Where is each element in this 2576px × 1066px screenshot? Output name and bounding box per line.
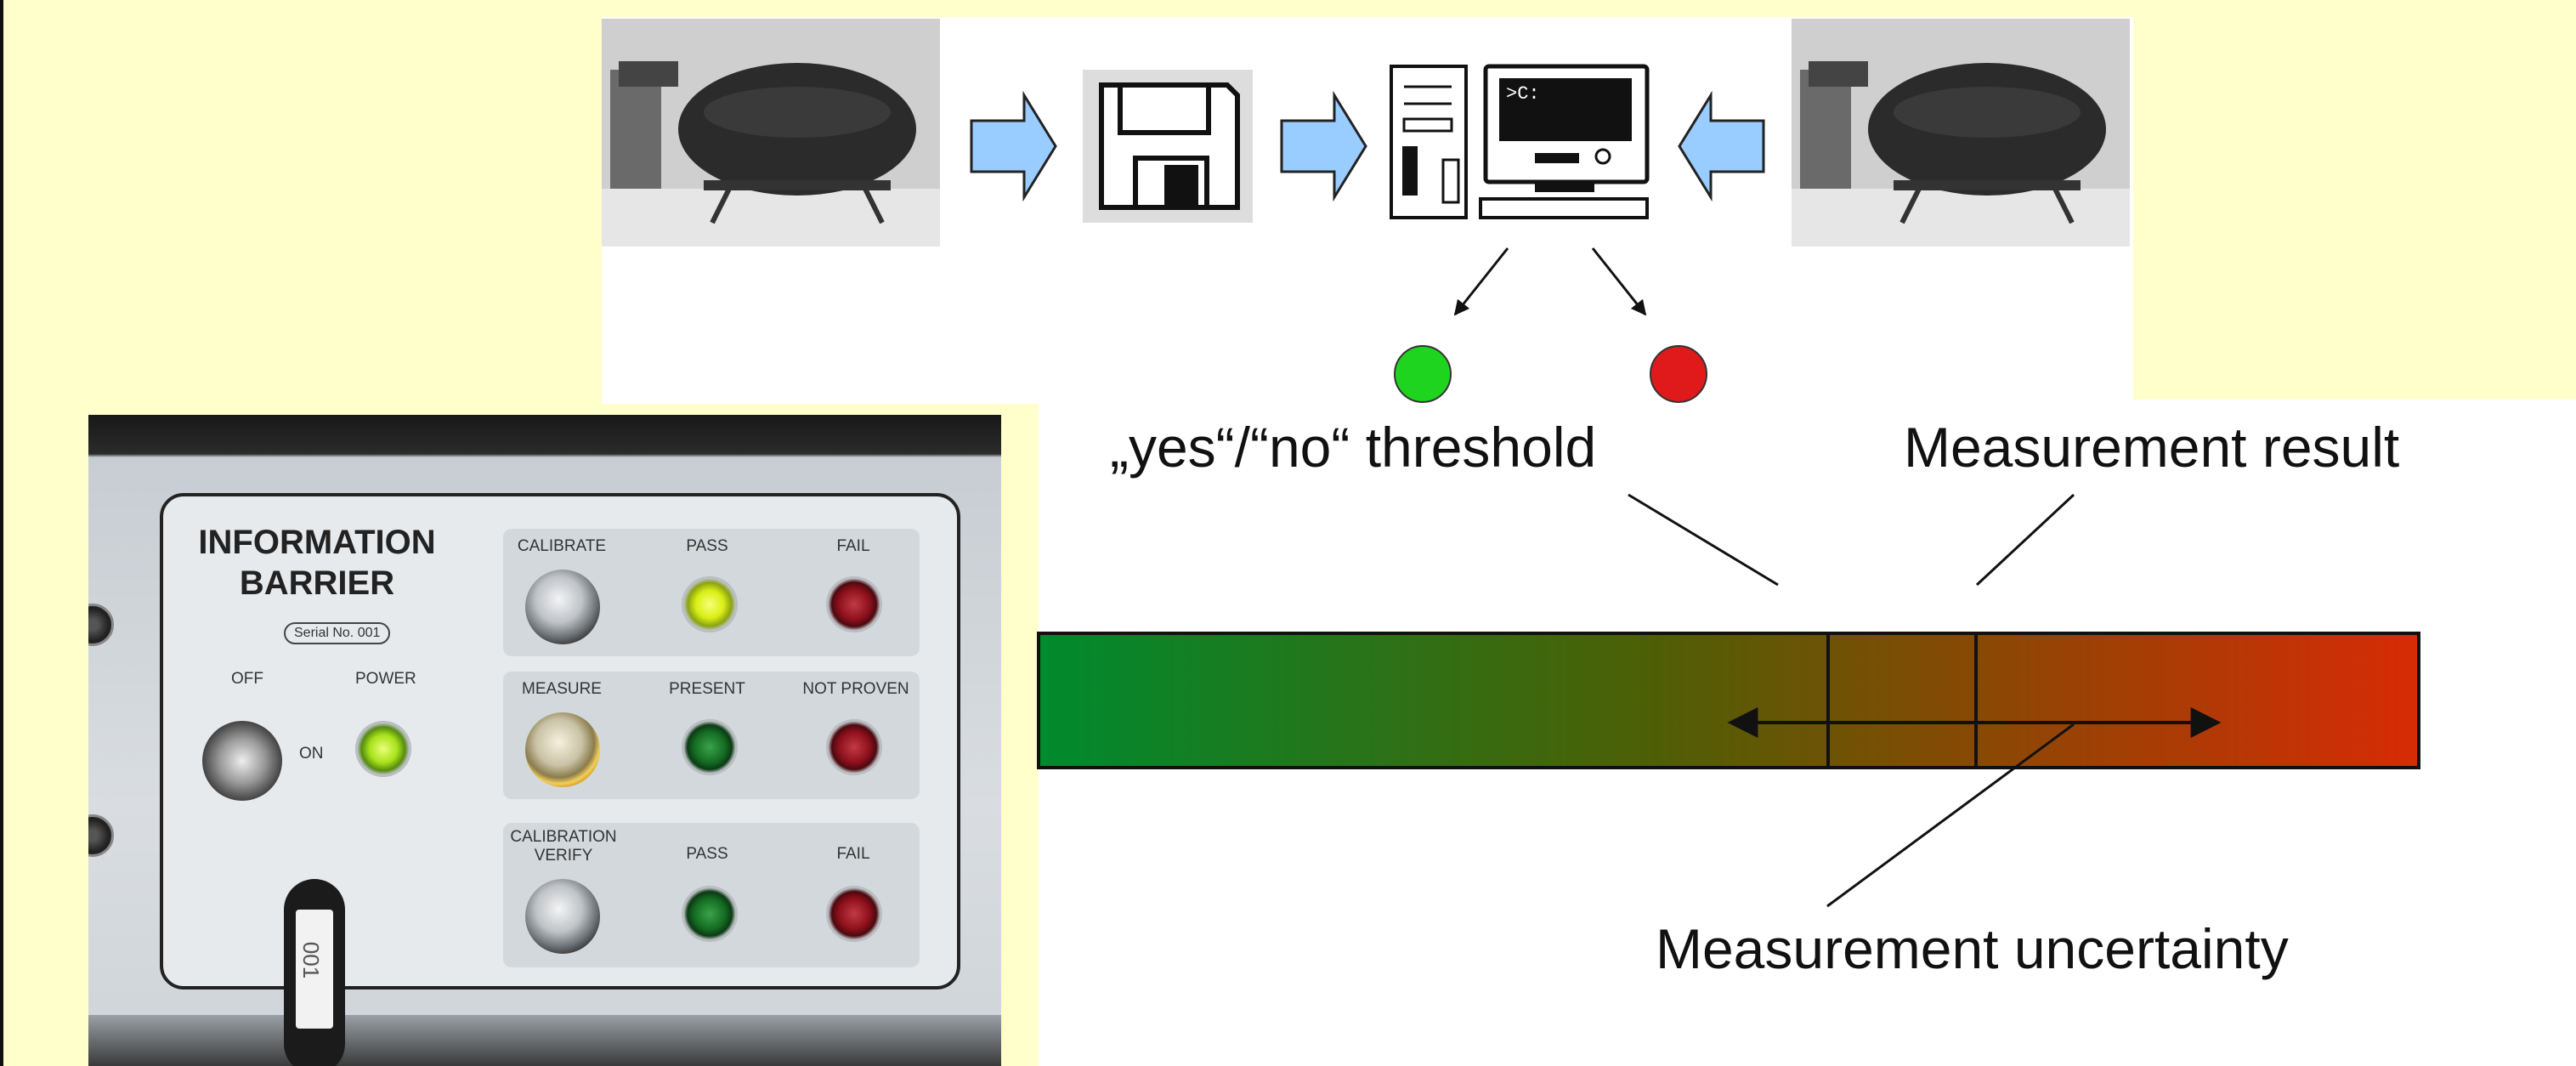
verify-pass-led-icon [682,886,738,942]
measure-button-icon [525,712,600,787]
power-label: POWER [355,670,416,688]
flow-arrow-left [1678,90,1765,202]
device-bottom-rail [88,1015,1001,1066]
device-front-panel: INFORMATION BARRIER Serial No. 001 OFF P… [160,493,960,1066]
screw-icon [88,604,114,646]
calibration-verify-button-icon [525,879,600,954]
measurement-gradient-bar [1037,632,2420,769]
calibrate-row: CALIBRATE PASS FAIL [503,529,920,656]
key-tag-icon: 001 [284,879,345,1066]
switch-on-label: ON [299,745,324,763]
uncertainty-label: Measurement uncertainty [1656,917,2289,980]
calibrate-pass-label: PASS [686,537,728,555]
result-label: Measurement result [1904,416,2400,479]
device-title-line1: INFORMATION [198,524,436,561]
device-title-line2: BARRIER [239,564,395,602]
bomb-photo-icon [1792,19,2130,247]
screw-icon [88,814,114,857]
red-light-icon [1650,345,1707,403]
threshold-callout-line [1628,493,1779,587]
present-led-icon [682,719,738,775]
floppy-disk-icon [1099,82,1240,210]
flow-arrow-right-2 [1280,90,1367,202]
threshold-label: „yes“/“no“ threshold [1110,416,1597,479]
key-tag-number: 001 [298,941,325,979]
bomb-photo-right [1792,19,2130,247]
switch-off-label: OFF [231,670,263,688]
measure-label: MEASURE [522,680,602,698]
power-led-icon [355,721,411,777]
calibration-verify-label: CALIBRATION VERIFY [510,828,617,865]
calibrate-pass-led-icon [682,576,738,632]
bomb-photo-left [602,19,940,247]
computer-icon: >C: [1390,64,1650,219]
left-border-rule [0,0,3,1066]
information-barrier-photo: INFORMATION BARRIER Serial No. 001 OFF P… [88,415,1001,1066]
key-switch-icon [202,721,282,801]
arrow-to-green [1453,247,1509,316]
measure-row: MEASURE PRESENT NOT PROVEN [503,672,920,799]
verify-fail-led-icon [826,886,882,942]
serial-badge: Serial No. 001 [284,622,391,644]
green-light-icon [1394,345,1452,403]
verify-fail-label: FAIL [836,845,870,863]
not-proven-label: NOT PROVEN [802,680,909,698]
arrow-to-red [1591,247,1647,316]
calibrate-button-icon [525,570,600,644]
screen-prompt-text: >C: [1506,83,1540,105]
device-title: INFORMATION BARRIER [194,522,440,604]
flow-arrow-right-1 [970,90,1057,202]
calibrate-fail-led-icon [826,576,882,632]
not-proven-led-icon [826,719,882,775]
calibration-verify-row: CALIBRATION VERIFY PASS FAIL [503,823,920,967]
floppy-disk-tile [1083,70,1253,223]
calibrate-fail-label: FAIL [836,537,870,555]
verify-pass-label: PASS [686,845,728,863]
result-callout-line [1975,493,2075,587]
bomb-photo-icon [602,19,940,247]
present-label: PRESENT [669,680,745,698]
calibrate-label: CALIBRATE [517,537,607,555]
uncertainty-callout-line [1826,723,2075,908]
